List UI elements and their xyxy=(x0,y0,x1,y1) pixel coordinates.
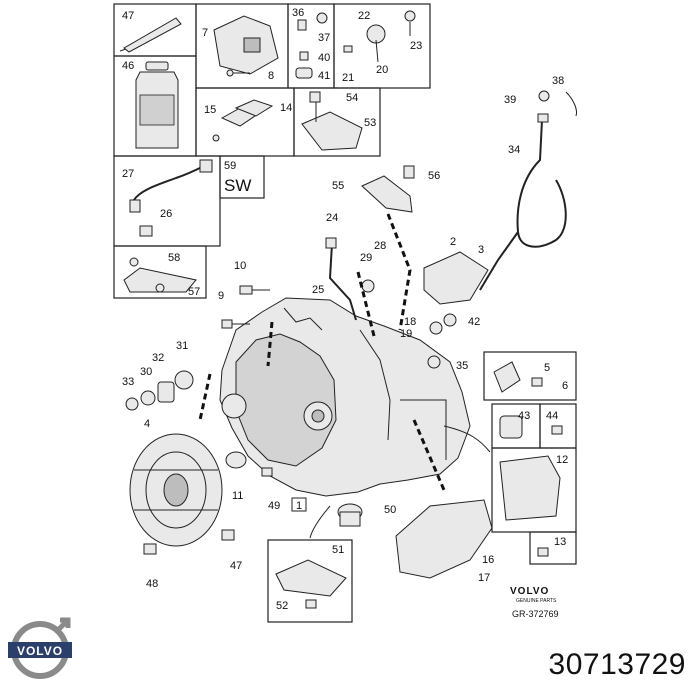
callout-15: 15 xyxy=(204,104,216,116)
callout-22: 22 xyxy=(358,10,370,22)
logo-text: VOLVO xyxy=(17,644,63,658)
callout-35: 35 xyxy=(456,360,468,372)
clip-parts xyxy=(212,99,274,142)
callout-16: 16 xyxy=(482,554,494,566)
callout-17: 17 xyxy=(478,572,490,584)
torque-converter xyxy=(129,433,223,547)
callout-14: 14 xyxy=(280,102,292,114)
callout-58: 58 xyxy=(168,252,180,264)
callout-9: 9 xyxy=(218,290,224,302)
speed-sensor-part xyxy=(129,159,213,237)
callout-47-bottom: 47 xyxy=(230,560,242,572)
sw-label: SW xyxy=(224,176,251,195)
callout-11: 11 xyxy=(232,490,243,502)
callout-38: 38 xyxy=(552,75,564,87)
part-number: 30713729 xyxy=(548,648,686,681)
callout-6: 6 xyxy=(562,380,568,392)
callout-20: 20 xyxy=(376,64,388,76)
callout-52: 52 xyxy=(276,600,288,612)
cover-plate-part xyxy=(301,91,363,151)
callout-47-top: 47 xyxy=(122,10,134,22)
callout-49: 49 xyxy=(268,500,280,512)
syringe-part xyxy=(119,17,182,53)
callout-50: 50 xyxy=(384,504,396,516)
callout-30: 30 xyxy=(140,366,152,378)
callout-33: 33 xyxy=(122,376,134,388)
callout-10: 10 xyxy=(234,260,246,272)
callout-13: 13 xyxy=(554,536,566,548)
callout-21: 21 xyxy=(342,72,354,84)
seals-and-rings xyxy=(125,279,457,469)
callout-23: 23 xyxy=(410,40,422,52)
oil-cooler-bracket xyxy=(123,257,197,293)
callout-5: 5 xyxy=(544,362,550,374)
callout-36: 36 xyxy=(292,7,304,19)
callout-32: 32 xyxy=(152,352,164,364)
callout-26: 26 xyxy=(160,208,172,220)
wiring-harness xyxy=(479,90,577,291)
top-box-grid xyxy=(113,3,431,299)
callout-55: 55 xyxy=(332,180,344,192)
callout-29: 29 xyxy=(360,252,372,264)
right-box-parts xyxy=(275,361,563,609)
callout-1-frame xyxy=(291,497,307,512)
callout-19: 19 xyxy=(400,328,412,340)
control-module xyxy=(423,251,489,305)
callout-48: 48 xyxy=(146,578,158,590)
dashed-leaders xyxy=(198,213,491,539)
callout-27: 27 xyxy=(122,168,134,180)
oil-pan xyxy=(337,499,493,579)
callout-37: 37 xyxy=(318,32,330,44)
dipstick-tube xyxy=(325,237,357,321)
brand-ref: GR-372769 xyxy=(512,609,559,619)
callout-54: 54 xyxy=(346,92,358,104)
callout-40: 40 xyxy=(318,52,330,64)
callout-59: 59 xyxy=(224,160,236,172)
callout-labels: 47 7 8 36 37 40 41 22 23 20 21 46 15 14 … xyxy=(122,7,568,612)
gear-selector-parts xyxy=(343,10,416,63)
bolts xyxy=(143,285,273,555)
callout-46: 46 xyxy=(122,60,134,72)
right-box-grid xyxy=(267,351,577,623)
callout-44: 44 xyxy=(546,410,558,422)
callout-57: 57 xyxy=(188,286,200,298)
callout-1: 1 xyxy=(296,500,302,512)
callout-39: 39 xyxy=(504,94,516,106)
callout-8: 8 xyxy=(268,70,274,82)
callout-18: 18 xyxy=(404,316,416,328)
brand-block: VOLVO GENUINE PARTS GR-372769 xyxy=(510,586,559,619)
callout-56: 56 xyxy=(428,170,440,182)
callout-34: 34 xyxy=(508,144,520,156)
transmission-housing xyxy=(219,297,471,497)
callout-28: 28 xyxy=(374,240,386,252)
brand-sub: GENUINE PARTS xyxy=(516,598,557,604)
callout-53: 53 xyxy=(364,117,376,129)
harness-bracket xyxy=(361,165,415,213)
callout-3: 3 xyxy=(478,244,484,256)
callout-2: 2 xyxy=(450,236,456,248)
callout-43: 43 xyxy=(518,410,530,422)
callout-31: 31 xyxy=(176,340,188,352)
small-bolt-parts xyxy=(295,12,328,79)
callout-7: 7 xyxy=(202,27,208,39)
callout-51: 51 xyxy=(332,544,344,556)
callout-25: 25 xyxy=(312,284,324,296)
bracket-part xyxy=(213,15,279,77)
callout-12: 12 xyxy=(556,454,568,466)
fluid-bottle-part xyxy=(135,61,179,149)
callout-24: 24 xyxy=(326,212,338,224)
callout-4: 4 xyxy=(144,418,150,430)
brand-name: VOLVO xyxy=(510,586,549,597)
callout-41: 41 xyxy=(318,70,330,82)
callout-42: 42 xyxy=(468,316,480,328)
volvo-logo: VOLVO xyxy=(8,617,72,679)
